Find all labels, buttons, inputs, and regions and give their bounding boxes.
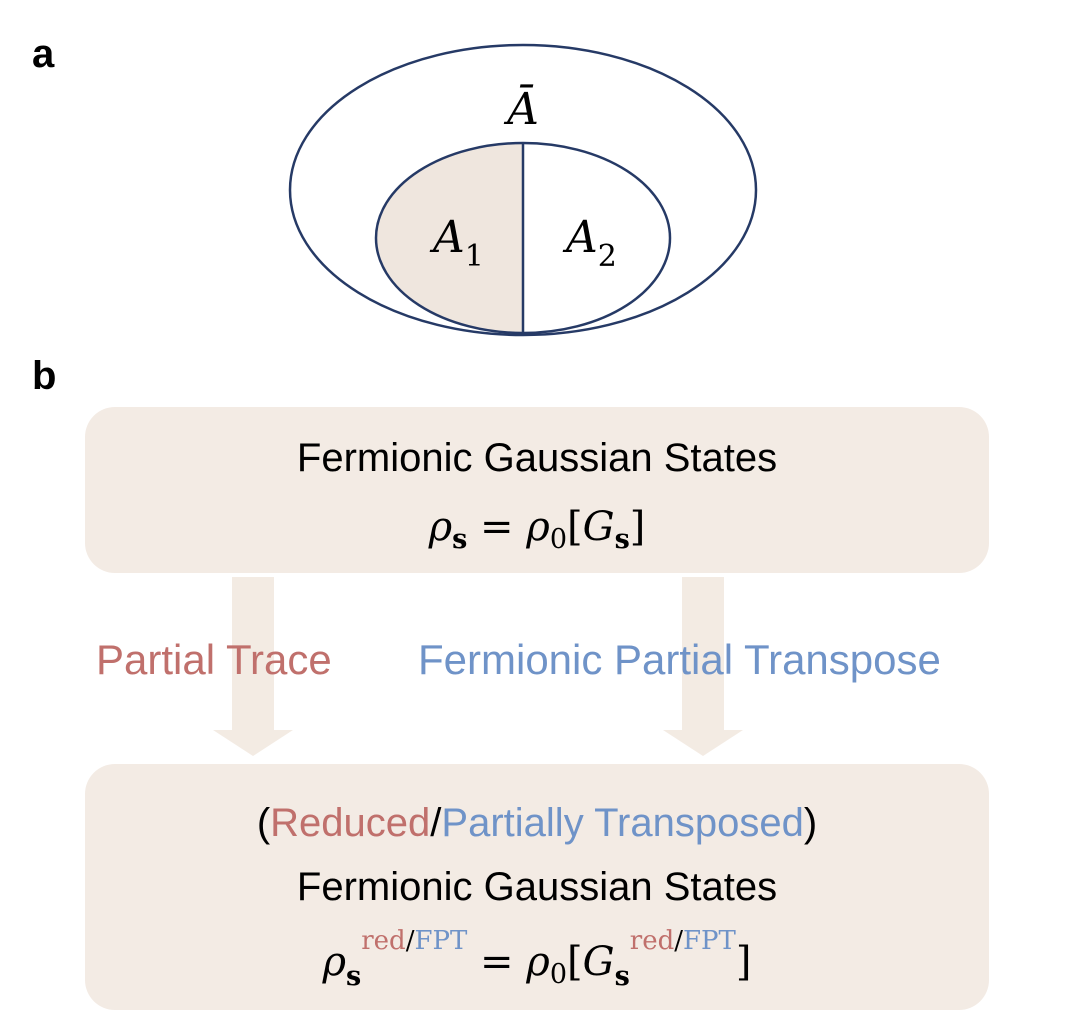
region-a1-fill (376, 143, 523, 333)
partial-transpose-label: Fermionic Partial Transpose (418, 636, 941, 683)
panel-a-venn: Ā A1 A2 (288, 43, 758, 337)
top-box-bg (85, 407, 989, 573)
outer-region-label: Ā (503, 83, 539, 135)
top-box-formula: ρs = ρ0[Gs] (428, 504, 646, 555)
region-a1-label: A1 (429, 212, 484, 274)
top-box: Fermionic Gaussian States ρs = ρ0[Gs] (85, 407, 989, 573)
arrow-partial-trace (213, 577, 293, 756)
panel-b-arrows (213, 577, 743, 756)
panel-a-label: a (32, 32, 55, 76)
arrow-partial-transpose (663, 577, 743, 756)
bottom-box: (Reduced/Partially Transposed) Fermionic… (85, 764, 989, 1010)
bottom-box-bg (85, 764, 989, 1010)
top-box-title: Fermionic Gaussian States (297, 436, 777, 480)
bottom-box-formula: ρsred/FPT = ρ0[Gsred/FPT] (322, 926, 752, 992)
partial-trace-label: Partial Trace (96, 636, 332, 683)
bottom-box-title: Fermionic Gaussian States (297, 865, 777, 909)
panel-b-label: b (32, 354, 57, 398)
region-a2-label: A2 (562, 212, 617, 274)
bottom-box-heading: (Reduced/Partially Transposed) (257, 801, 817, 845)
